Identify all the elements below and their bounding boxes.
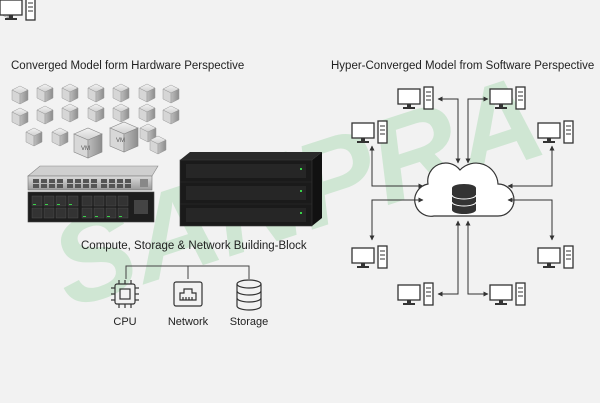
- cloud-database-icon: [451, 184, 477, 214]
- computer-lower-left: [351, 245, 388, 269]
- cpu-icon: [111, 280, 139, 308]
- rack-server: [27, 191, 155, 223]
- left-title: Converged Model form Hardware Perspectiv…: [11, 60, 245, 72]
- cloud-icon: [414, 162, 515, 217]
- connection-arrows: [369, 96, 555, 297]
- large-vm-cubes: VM VM: [73, 121, 139, 159]
- computer-bottom-right: [489, 282, 526, 306]
- database-icon: [236, 279, 262, 311]
- cpu-label: CPU: [113, 316, 137, 328]
- right-title: Hyper-Converged Model from Software Pers…: [331, 60, 595, 72]
- storage-label: Storage: [229, 316, 269, 328]
- svg-text:VM: VM: [81, 146, 90, 152]
- ethernet-port-icon: [173, 281, 203, 307]
- network-switch: [27, 165, 159, 191]
- computer-lower-right: [537, 245, 574, 269]
- computer-bottom-left: [397, 282, 434, 306]
- storage-enclosure: [179, 152, 322, 227]
- network-label: Network: [167, 316, 209, 328]
- svg-text:VM: VM: [116, 138, 125, 144]
- building-block-title: Compute, Storage & Network Building-Bloc…: [81, 240, 307, 252]
- building-block-tree: [125, 265, 250, 279]
